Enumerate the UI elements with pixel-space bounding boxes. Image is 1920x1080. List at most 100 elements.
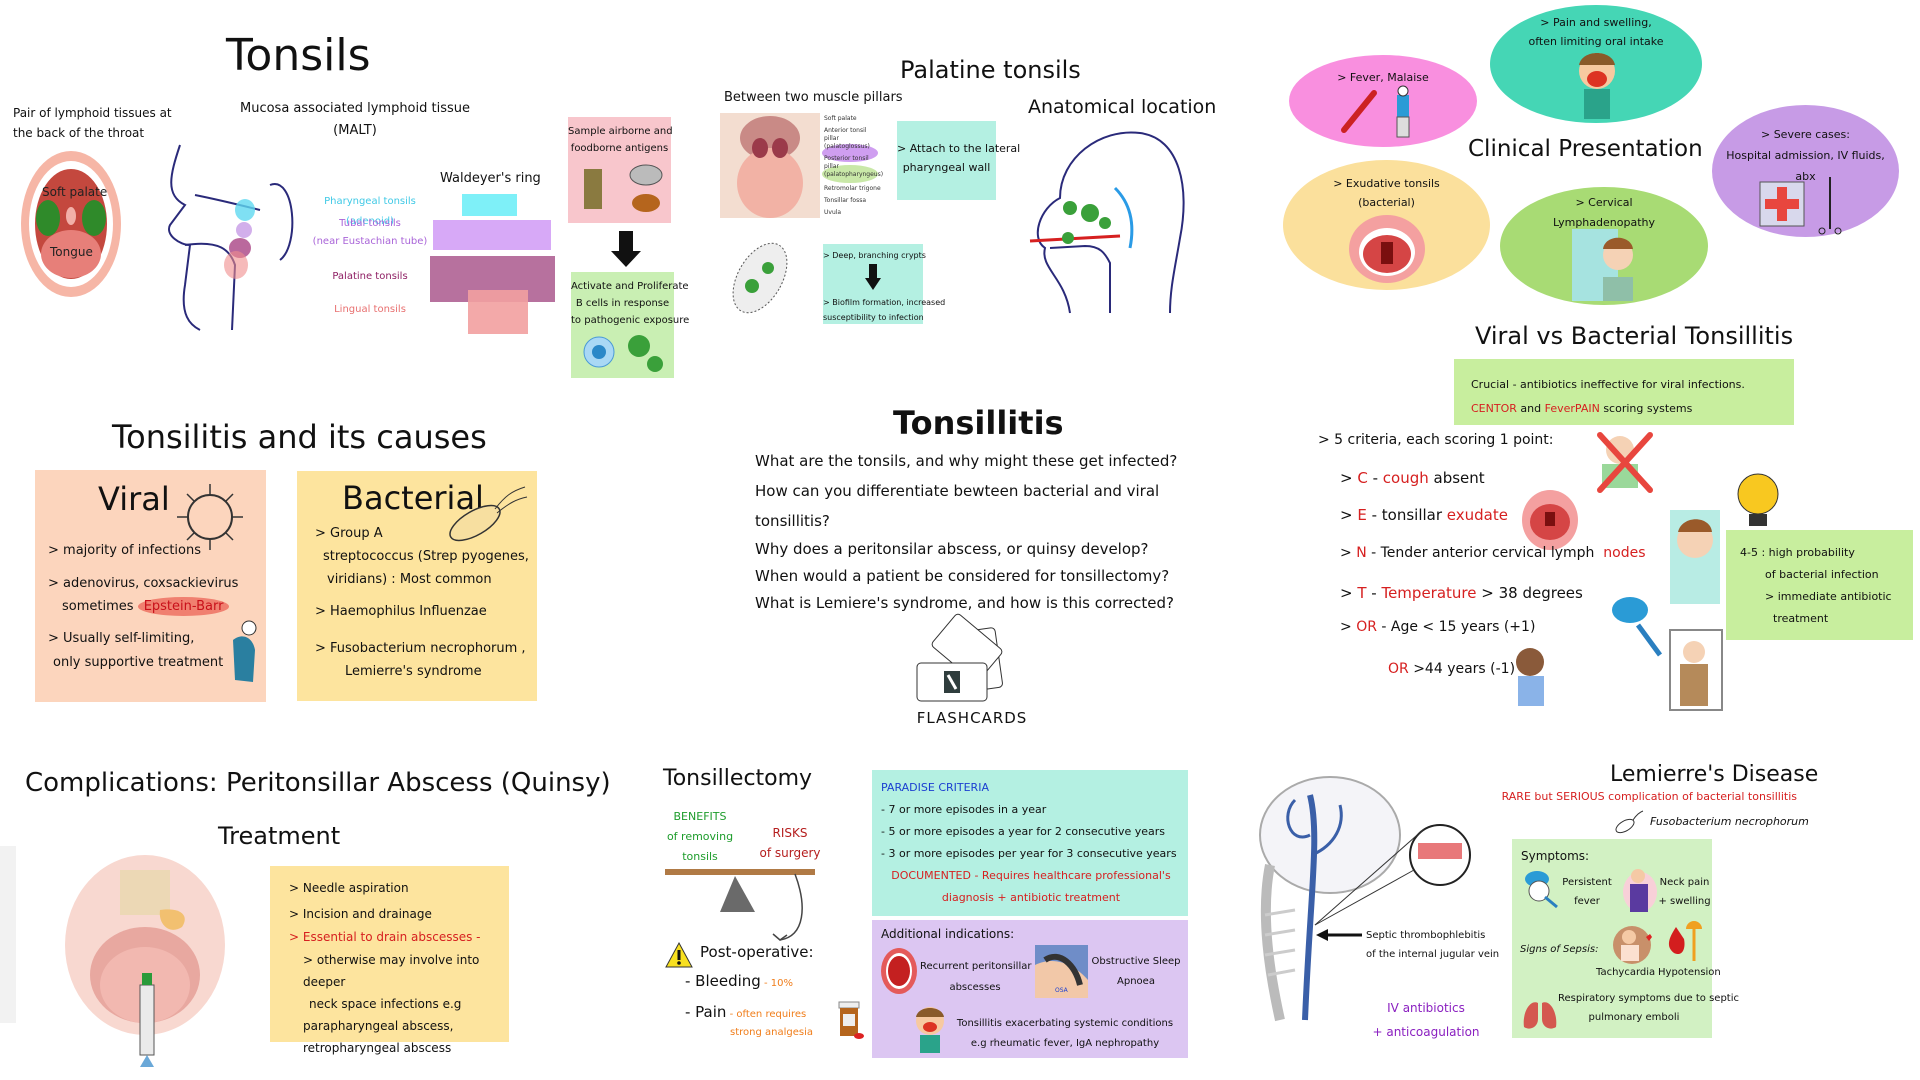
criterion-plain: Age < 15 years (+1)	[1390, 619, 1536, 635]
bcell-line: Activate and Proliferate	[571, 281, 689, 292]
centor-criterion-e: > E - tonsillar exudate	[1340, 502, 1508, 528]
soft-palate-label: Soft palate	[42, 185, 108, 199]
risks-line: of surgery	[759, 846, 821, 860]
diagram-label: Posterior tonsil pillar (palatopharyngeu…	[824, 155, 884, 178]
criterion-letter: E	[1357, 506, 1367, 524]
no-cough-icon	[1597, 432, 1653, 493]
hospital-iv-icon	[1759, 177, 1842, 235]
scoring-suffix: scoring systems	[1599, 402, 1693, 415]
down-arrow-icon	[611, 231, 641, 267]
systemic-text: Tonsillitis exacerbating systemic condit…	[950, 1014, 1180, 1054]
benefits-line: BENEFITS	[673, 810, 727, 823]
ring-label-palatine: Palatine tonsils	[332, 271, 408, 282]
mouth-pillars-diagram: Soft palate Anterior tonsil pillar (pala…	[720, 113, 884, 218]
tonsillectomy-title: Tonsillectomy	[663, 766, 813, 791]
malt-line: Mucosa associated lymphoid tissue	[240, 101, 471, 116]
viral-item: only supportive treatment	[53, 655, 224, 670]
child-sore-throat-icon	[1579, 53, 1615, 119]
benefits-label: BENEFITS of removing tonsils	[665, 807, 735, 867]
resp-line: pulmonary emboli	[1588, 1012, 1680, 1023]
systemic-line: e.g rheumatic fever, IgA nephropathy	[970, 1038, 1160, 1049]
centor-criterion-n: > N - Tender anterior cervical lymph nod…	[1340, 540, 1646, 566]
criterion-red: Temperature	[1381, 584, 1477, 602]
paradise-documented-2: diagnosis + antibiotic treatment	[941, 891, 1121, 904]
lemierre-subtitle: RARE but SERIOUS complication of bacteri…	[1501, 790, 1797, 803]
thrombophlebitis-label: Septic thrombophlebitis of the internal …	[1366, 926, 1500, 964]
centor-illustrations	[1516, 432, 1723, 711]
desc-line: the back of the throat	[13, 126, 145, 140]
fever-line: fever	[1574, 896, 1600, 907]
criterion-prefix: >	[1340, 506, 1358, 524]
paradise-item: - 7 or more episodes in a year	[881, 803, 1047, 816]
warning-icon	[665, 941, 693, 968]
viral-item: > Usually self-limiting,	[48, 631, 195, 646]
question: How can you differentiate bewteen bacter…	[755, 482, 1160, 500]
paradise-item: - 3 or more episodes per year for 3 cons…	[881, 847, 1177, 860]
bcell-line: to pathogenic exposure	[571, 315, 690, 326]
bubble-pain: > Pain and swelling, often limiting oral…	[1490, 5, 1702, 123]
criterion-prefix: >	[1340, 584, 1358, 602]
malt-line: (MALT)	[333, 123, 377, 138]
clinical-presentation-title: Clinical Presentation	[1468, 136, 1703, 162]
recurrent-abscess-text: Recurrent peritonsillar abscesses	[920, 956, 1031, 998]
tachycardia-label: Tachycardia	[1596, 967, 1656, 978]
bacterial-item: streptococcus (Strep pyogenes,	[323, 549, 529, 564]
criterion-plain: tonsillar	[1381, 506, 1447, 524]
bacterial-card: Bacterial > Group A streptococcus (Strep…	[297, 471, 537, 701]
hypotension-label: Hypotension	[1658, 967, 1721, 978]
bacterial-item: Lemierre's syndrome	[345, 664, 482, 679]
bcell-virus-icons	[583, 335, 663, 372]
centor-criterion-c: > C - cough absent	[1340, 465, 1485, 491]
criterion-prefix: >	[1340, 545, 1357, 561]
bubble-text: abx	[1795, 170, 1816, 183]
exudate-mouth-icon	[1522, 490, 1578, 550]
tachycardia-icon	[1613, 926, 1652, 964]
criterion-rest: absent	[1428, 469, 1485, 487]
bleeding-label: - Bleeding	[685, 972, 761, 990]
pain-row: - Pain - often requires	[685, 1003, 806, 1021]
bubble-text: (bacterial)	[1358, 196, 1415, 209]
paradise-item: - 5 or more episodes a year for 2 consec…	[881, 825, 1166, 838]
bcell-line: B cells in response	[575, 298, 670, 309]
benefits-line: tonsils	[682, 850, 718, 863]
feverpain-label: FeverPAIN	[1544, 402, 1600, 415]
paradise-title: PARADISE CRITERIA	[881, 781, 989, 794]
antigen-box: Sample airborne and foodborne antigens	[568, 117, 673, 223]
criterion-red: exudate	[1446, 506, 1508, 524]
palatine-title: Palatine tonsils	[900, 56, 1081, 84]
attach-box: > Attach to the lateral pharyngeal wall	[897, 121, 1020, 200]
criterion-red: cough	[1382, 469, 1429, 487]
criterion-sep: -	[1366, 584, 1382, 602]
quinsy-item: > Needle aspiration	[289, 881, 409, 895]
ring-label-tubal-note: (near Eustachian tube)	[312, 236, 428, 247]
crypts-line: > Biofilm formation, increased	[823, 298, 946, 307]
neck-pain-icon	[1623, 869, 1657, 912]
down-arrow-icon	[865, 264, 881, 290]
elderly-man-icon	[1669, 629, 1723, 711]
bubble-lymphadenopathy: > Cervical Lymphadenopathy	[1500, 187, 1708, 305]
treatment-line: + anticoagulation	[1372, 1025, 1480, 1039]
tongue-label: Tongue	[50, 245, 93, 259]
criterion-sep: -	[1376, 619, 1391, 635]
head-sagittal-diagram	[160, 144, 300, 331]
waldeyer-ring-legend: Pharyngeal tonsils (adenoid) Tubal tonsi…	[305, 190, 555, 340]
thrombo-line: of the internal jugular vein	[1366, 949, 1500, 960]
bcell-box: Activate and Proliferate B cells in resp…	[571, 272, 690, 378]
neck-line: + swelling	[1658, 896, 1711, 907]
adenoid-shape	[462, 194, 517, 216]
diagram-label: Uvula	[824, 209, 842, 216]
waldeyer-title: Waldeyer's ring	[440, 171, 541, 186]
tubal-shape	[433, 220, 551, 250]
fever-line: Persistent	[1562, 877, 1612, 888]
high-line: of bacterial infection	[1765, 568, 1879, 581]
quinsy-item: > otherwise may involve into deeper	[303, 953, 480, 989]
bubble-text: > Severe cases:	[1760, 128, 1850, 141]
centor-criterion-t: > T - Temperature > 38 degrees	[1340, 580, 1583, 606]
quinsy-aspiration-diagram	[65, 855, 225, 1067]
additional-title: Additional indications:	[881, 927, 1015, 941]
crypts-box: > Deep, branching crypts > Biofilm forma…	[823, 244, 946, 324]
risks-label: RISKS of surgery	[750, 823, 830, 863]
diagram-label: Retromolar trigone	[824, 185, 881, 192]
lemierre-treatment: IV antibiotics + anticoagulation	[1366, 996, 1486, 1044]
postop-title: Post-operative:	[700, 943, 814, 961]
